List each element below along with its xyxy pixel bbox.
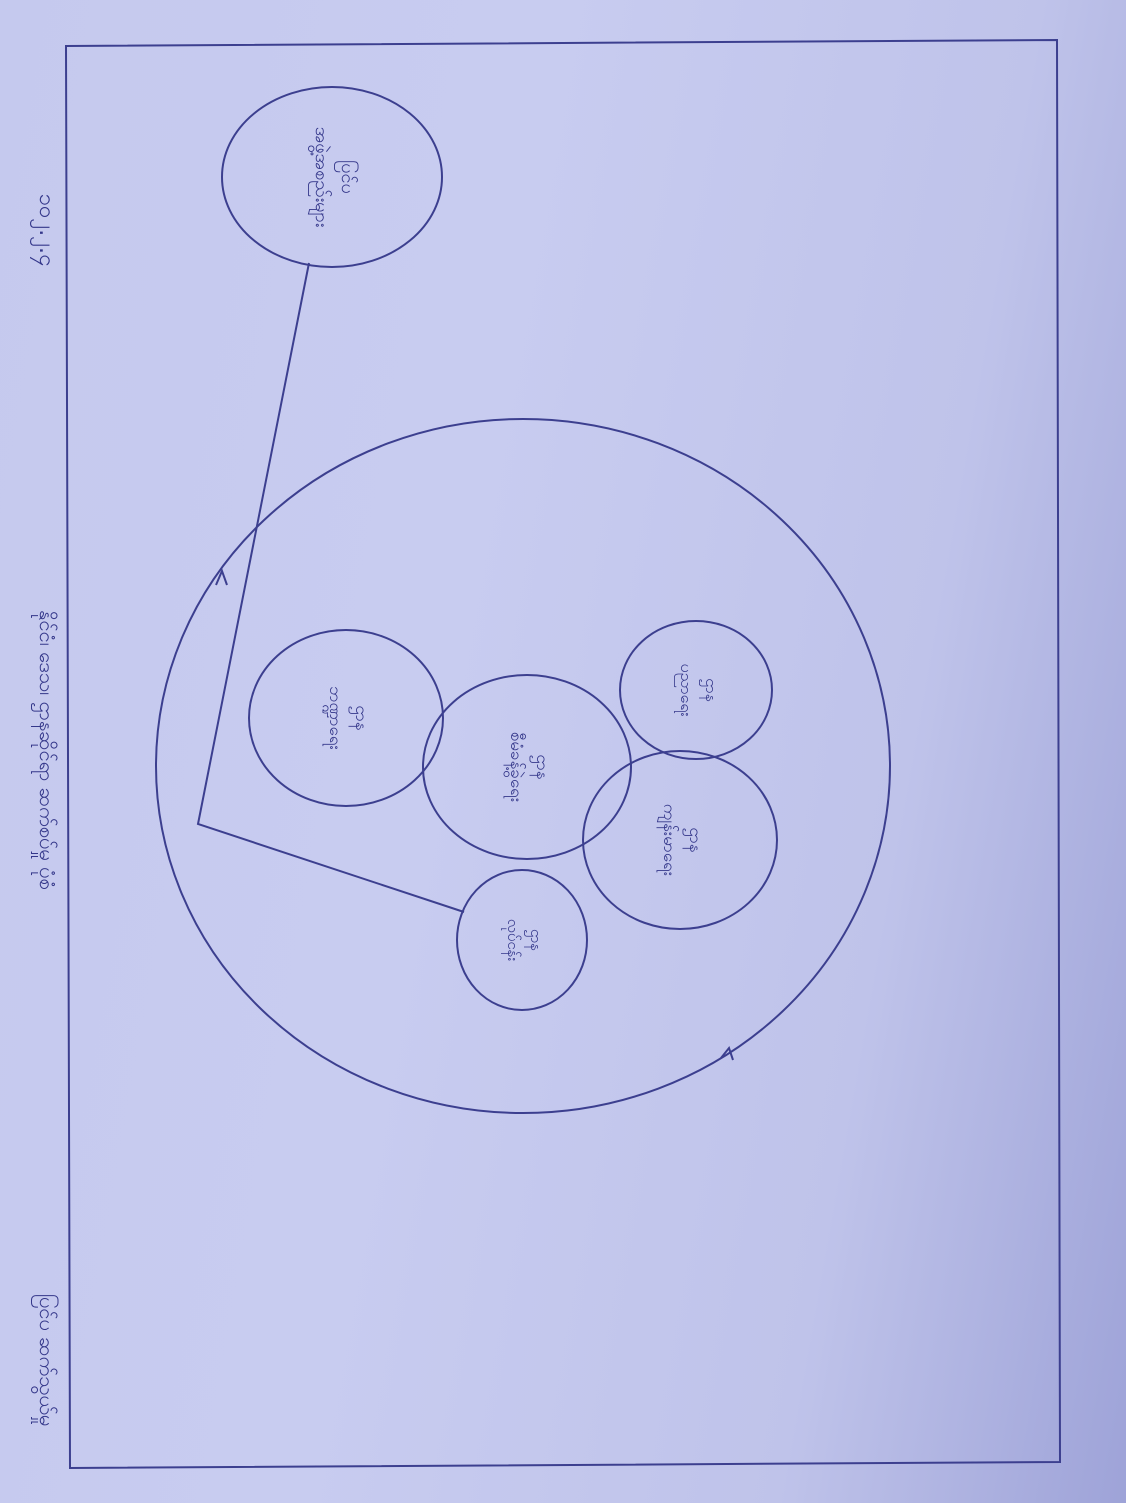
- inner-node-3-label: ဌာန ပညာရေး: [674, 663, 721, 716]
- big-circle: [155, 418, 891, 1114]
- connector-line: [196, 262, 465, 913]
- outer-circle: [221, 86, 443, 268]
- outer-node-line2: အဖွဲ့အစည်းများ: [308, 127, 332, 228]
- border-frame: [64, 38, 1062, 1470]
- inner-node-1-line1: ဌာန: [348, 705, 371, 730]
- inner-node-3-line2: ပညာရေး: [674, 663, 696, 716]
- inner-node-1-line2: ဘဏ္ဍာရေး: [322, 686, 345, 750]
- inner-circle-1: [248, 629, 444, 807]
- inner-node-5-line1: ဌာန: [524, 929, 545, 951]
- inner-circle-5: [456, 869, 588, 1011]
- inner-circle-3: [619, 620, 773, 760]
- arrow-mark-2: [720, 1045, 734, 1061]
- arrow-mark-1: [215, 568, 228, 586]
- inner-circle-4: [582, 750, 778, 930]
- inner-node-2-label: ဌာန စီမံခန့်ခွဲရေး: [503, 732, 552, 803]
- inner-node-2-line2: စီမံခန့်ခွဲရေး: [503, 732, 526, 803]
- inner-node-5-line2: လုပ်ငန်း: [501, 919, 522, 962]
- inner-node-1-label: ဌာန ဘဏ္ဍာရေး: [322, 686, 371, 750]
- header-title: နိုင်ငံ၊ ဒေသ၊ ဌာနဆိုင်ရာ ဆက်စပ်မှု ပုံစံ: [31, 610, 59, 890]
- inner-node-4-line2: ကျန်းမာရေး: [656, 804, 679, 876]
- inner-node-5-label: ဌာန လုပ်ငန်း: [501, 919, 545, 962]
- inner-node-3-line1: ဌာန: [699, 678, 721, 702]
- outer-node-line1: ပြင်ပ: [334, 160, 359, 194]
- inner-node-2-line1: ဌာန: [529, 754, 552, 779]
- inner-node-4-line1: ဌာန: [682, 827, 705, 852]
- outer-node-label: ပြင်ပ အဖွဲ့အစည်းများ: [308, 127, 359, 228]
- header-date: ၁၀၂.၂.၄: [30, 194, 59, 267]
- inner-circle-center: [422, 674, 632, 860]
- footer-text: ပြင်ပ ဆက်သွယ်မှု: [31, 1294, 59, 1427]
- inner-node-4-label: ဌာန ကျန်းမာရေး: [656, 804, 705, 876]
